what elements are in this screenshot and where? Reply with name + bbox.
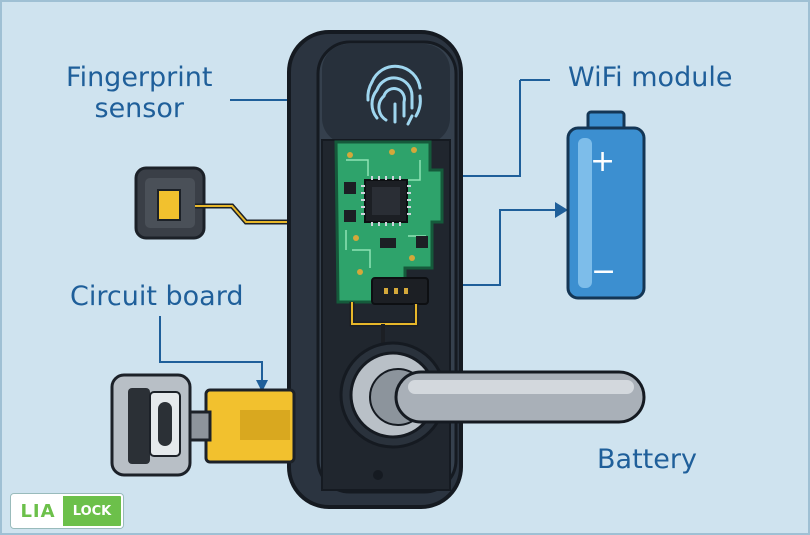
fingerprint-label-line1: Fingerprint <box>66 62 213 93</box>
battery-arrowhead <box>555 202 568 218</box>
fingerprint-label-line2: sensor <box>94 93 184 124</box>
battery-plus-symbol: + <box>590 144 616 179</box>
reader-module <box>134 166 292 240</box>
battery-minus-symbol: − <box>591 254 617 289</box>
circuit-board <box>334 140 444 344</box>
wifi-module-label: WiFi module <box>568 62 733 93</box>
connector-block <box>371 277 429 305</box>
battery-cell <box>566 110 646 300</box>
battery-label: Battery <box>597 444 697 475</box>
battery-leader-line <box>428 209 555 286</box>
lia-lock-logo: LIA LOCK <box>11 494 123 528</box>
door-handle <box>339 341 646 480</box>
circuit-arrowhead <box>256 380 268 392</box>
fingerprint-icon <box>366 64 422 126</box>
latch-mechanism <box>110 373 296 477</box>
logo-part-lia: LIA <box>13 496 63 526</box>
circuit-board-label: Circuit board <box>70 281 244 312</box>
fingerprint-sensor-label: Fingerprint sensor <box>66 62 212 124</box>
circuit-leader-line <box>159 316 263 382</box>
logo-part-lock: LOCK <box>63 496 121 526</box>
